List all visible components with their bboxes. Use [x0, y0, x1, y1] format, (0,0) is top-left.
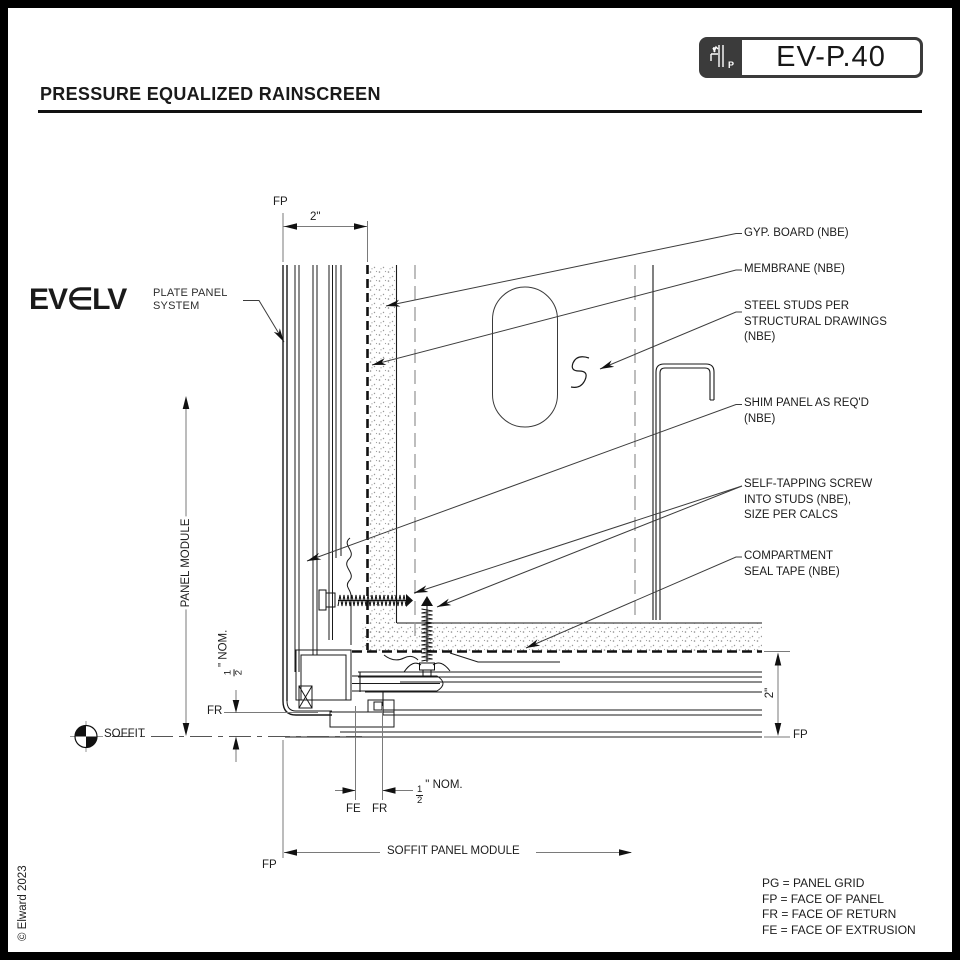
callout-leader-lines	[243, 233, 743, 649]
fr-label-bottom: FR	[370, 803, 390, 815]
legend-line: FR = FACE OF RETURN	[762, 907, 897, 921]
callout-shim-panel: SHIM PANEL AS REQ'D (NBE)	[744, 397, 869, 425]
legend-line: FE = FACE OF EXTRUSION	[762, 922, 916, 937]
panel-depth-dim: 2"	[308, 211, 323, 223]
evelv-logo: EV∈LV	[29, 283, 127, 316]
copyright-notice: © Elward 2023	[17, 865, 29, 941]
soffit-panel-module-dim: SOFFIT PANEL MODULE	[385, 845, 522, 857]
callout-compartment-seal: COMPARTMENT SEAL TAPE (NBE)	[744, 550, 840, 578]
callout-membrane: MEMBRANE (NBE)	[744, 263, 845, 275]
detail-number-badge: P EV-P.40	[699, 37, 923, 78]
horizontal-screw	[318, 589, 413, 611]
logo-tagline: PLATE PANEL SYSTEM	[153, 287, 228, 312]
svg-text:P: P	[728, 60, 734, 70]
panel-module-dim: PANEL MODULE	[180, 516, 192, 610]
steel-stud-profile	[652, 265, 715, 620]
callout-self-tapping-screw: SELF-TAPPING SCREW INTO STUDS (NBE), SIZ…	[744, 478, 873, 521]
callout-gyp-board: GYP. BOARD (NBE)	[744, 227, 849, 239]
page-title: PRESSURE EQUALIZED RAINSCREEN	[40, 84, 381, 104]
fp-label-bottom: FP	[260, 859, 279, 871]
fp-label-top: FP	[271, 196, 290, 208]
title-underline	[38, 110, 922, 113]
abbreviation-legend: PG = PANEL GRID FP = FACE OF PANEL FR = …	[762, 876, 916, 938]
legend-line: FP = FACE OF PANEL	[762, 891, 884, 906]
dimension-arrowheads	[182, 223, 782, 856]
detail-number: EV-P.40	[776, 41, 886, 73]
soffit-label: SOFFIT	[104, 728, 145, 740]
panel-detail-icon: P	[702, 40, 742, 75]
panel-skin-lines	[282, 265, 342, 716]
vertical-screw	[403, 596, 451, 677]
gyp-board-hatch	[362, 265, 762, 651]
soffit-depth-dim: 2"	[764, 685, 776, 701]
obround-cutout	[492, 286, 558, 428]
soffit-extrusion-lines	[285, 671, 762, 738]
fr-label-left: FR	[205, 705, 225, 717]
callout-steel-studs: STEEL STUDS PER STRUCTURAL DRAWINGS (NBE…	[744, 300, 887, 343]
dimension-lines	[70, 213, 790, 858]
legend-line: PG = PANEL GRID	[762, 876, 865, 890]
fp-label-right: FP	[791, 729, 810, 741]
fe-label: FE	[344, 803, 363, 815]
break-symbol	[570, 356, 590, 388]
centerline-symbol	[74, 724, 98, 749]
